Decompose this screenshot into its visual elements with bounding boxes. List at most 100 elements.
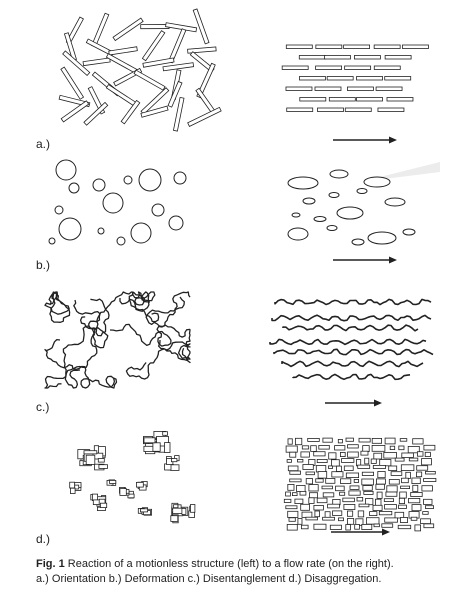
particle — [384, 504, 397, 510]
particle — [305, 516, 318, 521]
particle — [322, 437, 333, 443]
rod — [356, 76, 383, 81]
particle — [388, 479, 400, 485]
rod — [195, 87, 216, 114]
polymer-chain — [109, 291, 191, 347]
rod — [196, 62, 216, 99]
particle — [294, 437, 303, 446]
particle — [379, 459, 392, 467]
rod — [281, 65, 309, 70]
particle — [388, 465, 398, 471]
particle — [421, 458, 432, 466]
rod — [141, 30, 166, 62]
caption-figure-label: Fig. 1 — [36, 558, 65, 570]
droplet — [168, 215, 184, 231]
deformed-droplet — [287, 176, 319, 190]
particle — [289, 451, 297, 458]
droplet — [123, 175, 133, 185]
deformed-droplet — [329, 169, 349, 179]
particle — [287, 465, 299, 472]
particle — [353, 478, 360, 483]
particle — [190, 504, 196, 513]
particle — [347, 451, 359, 458]
particle — [411, 504, 422, 512]
particle — [384, 437, 396, 445]
particle — [330, 459, 340, 467]
particle — [332, 510, 343, 516]
particle — [321, 485, 333, 490]
rod — [167, 80, 183, 108]
particle — [410, 491, 423, 497]
rod — [356, 97, 383, 102]
rod — [172, 96, 185, 132]
panel-a-aligned-rods — [281, 44, 429, 112]
droplet — [54, 205, 64, 215]
particle — [170, 515, 179, 522]
rod — [354, 55, 381, 60]
particle — [313, 504, 324, 511]
particle — [346, 510, 354, 517]
particle — [362, 445, 370, 453]
particle — [345, 524, 351, 531]
droplet — [58, 217, 82, 241]
particle — [400, 485, 411, 490]
rod — [120, 99, 141, 125]
particle — [385, 491, 398, 497]
particle — [346, 518, 355, 525]
figure-caption: Fig. 1 Reaction of a motionless structur… — [36, 557, 472, 587]
particle — [358, 437, 371, 443]
rod — [140, 105, 169, 118]
rod — [315, 65, 343, 70]
panel-b-circles — [48, 159, 187, 246]
particle — [315, 465, 327, 473]
particle — [313, 451, 326, 457]
particle — [410, 516, 418, 521]
rod — [384, 76, 412, 81]
particle — [390, 471, 403, 476]
deformed-droplet — [363, 176, 391, 188]
particle — [335, 465, 342, 472]
particle — [97, 458, 105, 463]
particle — [381, 523, 394, 528]
particle — [408, 497, 421, 504]
particle — [181, 507, 187, 515]
rod — [373, 44, 401, 49]
droplet — [116, 236, 126, 246]
flow-arrow-head — [382, 528, 390, 536]
particle — [70, 487, 76, 494]
flow-arrow-head — [389, 256, 397, 264]
polymer-chain — [145, 296, 191, 360]
particle — [286, 524, 298, 531]
particle — [310, 445, 317, 452]
particle — [83, 450, 98, 455]
particle — [127, 493, 135, 499]
droplet — [48, 237, 56, 245]
particle — [305, 471, 315, 476]
rod — [344, 107, 372, 112]
particle — [100, 502, 108, 509]
particle — [314, 510, 320, 518]
panel-label-d: d.) — [36, 532, 51, 546]
polymer-chain — [44, 338, 118, 389]
polymer-chain — [79, 291, 151, 349]
particle — [289, 470, 301, 475]
particle — [135, 481, 144, 488]
particle — [420, 518, 431, 524]
particle — [308, 492, 318, 499]
particle — [285, 491, 291, 497]
flow-arrow-head — [389, 136, 397, 144]
droplet — [130, 222, 152, 244]
deformed-droplet — [313, 216, 327, 222]
deformed-droplet — [384, 197, 406, 207]
particle — [285, 505, 298, 510]
particle — [286, 459, 292, 463]
particle — [331, 471, 344, 478]
particle — [305, 478, 313, 485]
particle — [361, 478, 374, 486]
particle — [378, 510, 393, 516]
particle — [401, 477, 409, 484]
particle — [288, 517, 296, 522]
panel-label-b: b.) — [36, 258, 51, 272]
particle — [354, 524, 360, 530]
panel-d-dispersed-particles — [283, 437, 437, 532]
